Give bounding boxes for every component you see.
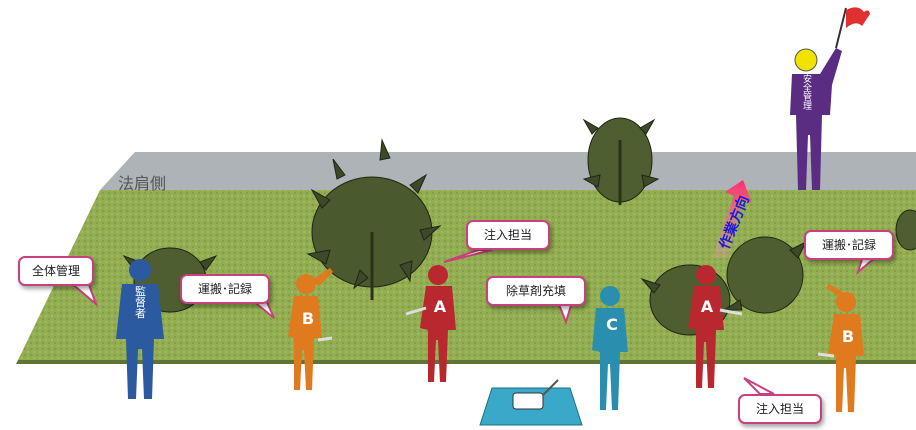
- injector-figure-left: A: [405, 265, 456, 382]
- worker-label-a1: A: [434, 297, 447, 316]
- callout-injection-top: 注入担当: [466, 220, 550, 250]
- callout-tails: [67, 249, 880, 395]
- callout-text: 注入担当: [483, 228, 532, 242]
- callout-carry-record-left: 運搬･記録: [180, 274, 270, 304]
- callout-text: 注入担当: [755, 402, 804, 416]
- worker-label-c1: C: [606, 315, 618, 334]
- slope-shoulder: [100, 152, 916, 190]
- weed-cluster-center: [582, 117, 660, 205]
- callout-overall-management: 全体管理: [18, 256, 94, 286]
- weed-cluster-edge: [895, 209, 916, 251]
- carrier-figure-left: B: [288, 268, 333, 390]
- callout-injection-bottom: 注入担当: [738, 394, 822, 424]
- callout-text: 全体管理: [31, 264, 80, 278]
- filler-figure: C: [592, 286, 628, 410]
- injector-figure-right: A: [688, 265, 743, 388]
- supervisor-badge: 監督者: [134, 284, 147, 319]
- callout-herbicide-filling: 除草剤充填: [486, 276, 586, 306]
- callout-text: 運搬･記録: [821, 238, 876, 252]
- slope-shoulder-label: 法肩側: [118, 174, 167, 193]
- herbicide-mat: [479, 379, 583, 426]
- worker-label-b2: B: [842, 327, 854, 346]
- supervisor-figure: 監督者: [116, 259, 164, 399]
- worker-label-b1: B: [302, 309, 314, 328]
- callout-text: 運搬･記録: [197, 282, 252, 296]
- callout-carry-record-right: 運搬･記録: [804, 230, 894, 260]
- field-edge: [16, 360, 916, 364]
- red-flag: [835, 7, 870, 49]
- carrier-figure-right: B: [817, 284, 864, 412]
- safety-badge: 安全管理: [801, 73, 812, 110]
- worker-label-a2: A: [701, 297, 714, 316]
- safety-manager-figure: 安全管理: [790, 48, 842, 190]
- weed-cluster-large: [306, 138, 442, 300]
- callout-text: 除草剤充填: [505, 284, 566, 298]
